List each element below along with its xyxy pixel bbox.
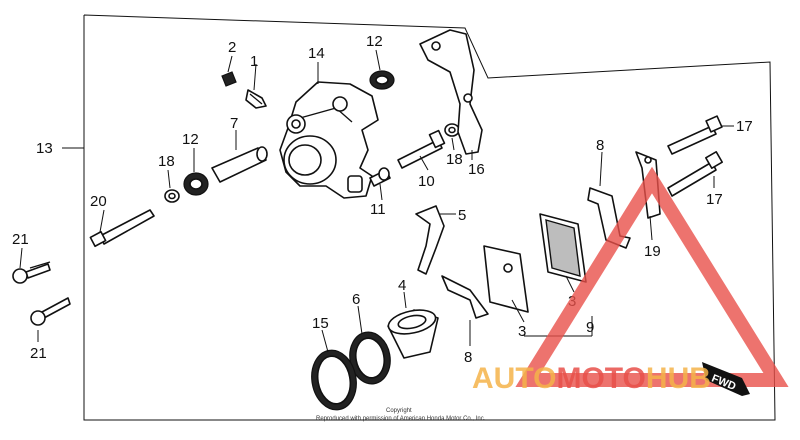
- pad-spring: [415, 205, 445, 275]
- callout-21-lower: 21: [30, 345, 47, 362]
- caliper-bolt: [89, 209, 155, 248]
- leader-lines: [19, 49, 734, 353]
- callout-14: 14: [308, 45, 325, 62]
- callout-9: 9: [586, 319, 594, 336]
- callout-18-left: 18: [158, 153, 175, 170]
- callout-21-upper: 21: [12, 231, 29, 248]
- copyright-line-1: Copyright: [386, 408, 412, 414]
- svg-text:AUTOMOTOHUB: AUTOMOTOHUB: [472, 362, 711, 395]
- callout-19: 19: [644, 243, 661, 260]
- callout-16: 16: [468, 161, 485, 178]
- callout-10: 10: [418, 173, 435, 190]
- caliper-piston: [387, 309, 439, 359]
- callout-17-lower: 17: [706, 191, 723, 208]
- pin-bolt-small: [369, 167, 391, 187]
- callout-12-lower: 12: [182, 131, 199, 148]
- piston-seal: [349, 331, 391, 385]
- callout-20: 20: [90, 193, 107, 210]
- washer-right: [444, 123, 460, 137]
- caliper-body: [279, 81, 379, 199]
- mount-bolt-lower: [667, 151, 723, 197]
- watermark-logo: AUTOMOTOHUB: [472, 362, 711, 395]
- pin-boot-upper: [369, 70, 395, 90]
- pad-shim: [587, 187, 631, 249]
- callout-15: 15: [312, 315, 329, 332]
- callout-numbers: 1 2 14 12 7 12 18 20 13 10 11 18 16 5 4 …: [12, 33, 753, 366]
- watermark-triangle: [515, 166, 789, 387]
- callout-4: 4: [398, 277, 406, 294]
- callout-2: 2: [228, 39, 236, 56]
- mount-bolt-upper: [667, 115, 723, 155]
- copyright-line-2: Reproduced with permission of American H…: [316, 416, 486, 422]
- callout-8-lower: 8: [464, 349, 472, 366]
- callout-3-front: 3: [518, 323, 526, 340]
- bleeder-screw: [245, 89, 267, 109]
- callout-5: 5: [458, 207, 466, 224]
- callout-12-upper: 12: [366, 33, 383, 50]
- hose-bolt-lower: [30, 297, 71, 326]
- pin-boot-lower: [183, 172, 209, 196]
- hose-bolt-upper: [12, 261, 51, 284]
- washer-left: [164, 189, 180, 203]
- callout-1: 1: [250, 53, 258, 70]
- callout-13: 13: [36, 140, 53, 157]
- callout-7: 7: [230, 115, 238, 132]
- caliper-pin: [397, 129, 446, 169]
- callout-11: 11: [370, 201, 386, 218]
- callout-6: 6: [352, 291, 360, 308]
- bleeder-cap: [221, 71, 237, 87]
- watermark-auto: AUTO: [472, 362, 556, 395]
- watermark-hub: HUB: [646, 362, 711, 395]
- callout-8-upper: 8: [596, 137, 604, 154]
- watermark-moto: MOTO: [556, 362, 645, 395]
- caliper-bracket: [419, 29, 483, 155]
- brake-pad-front: [483, 245, 529, 313]
- dust-seal: [311, 349, 357, 411]
- pad-retainer-lower: [441, 275, 489, 319]
- brake-pad-rear: [539, 213, 587, 283]
- caliper-pin-sleeve: [211, 146, 268, 183]
- callout-17-upper: 17: [736, 118, 753, 135]
- callout-18-right: 18: [446, 151, 463, 168]
- assembly-outline: [83, 14, 776, 421]
